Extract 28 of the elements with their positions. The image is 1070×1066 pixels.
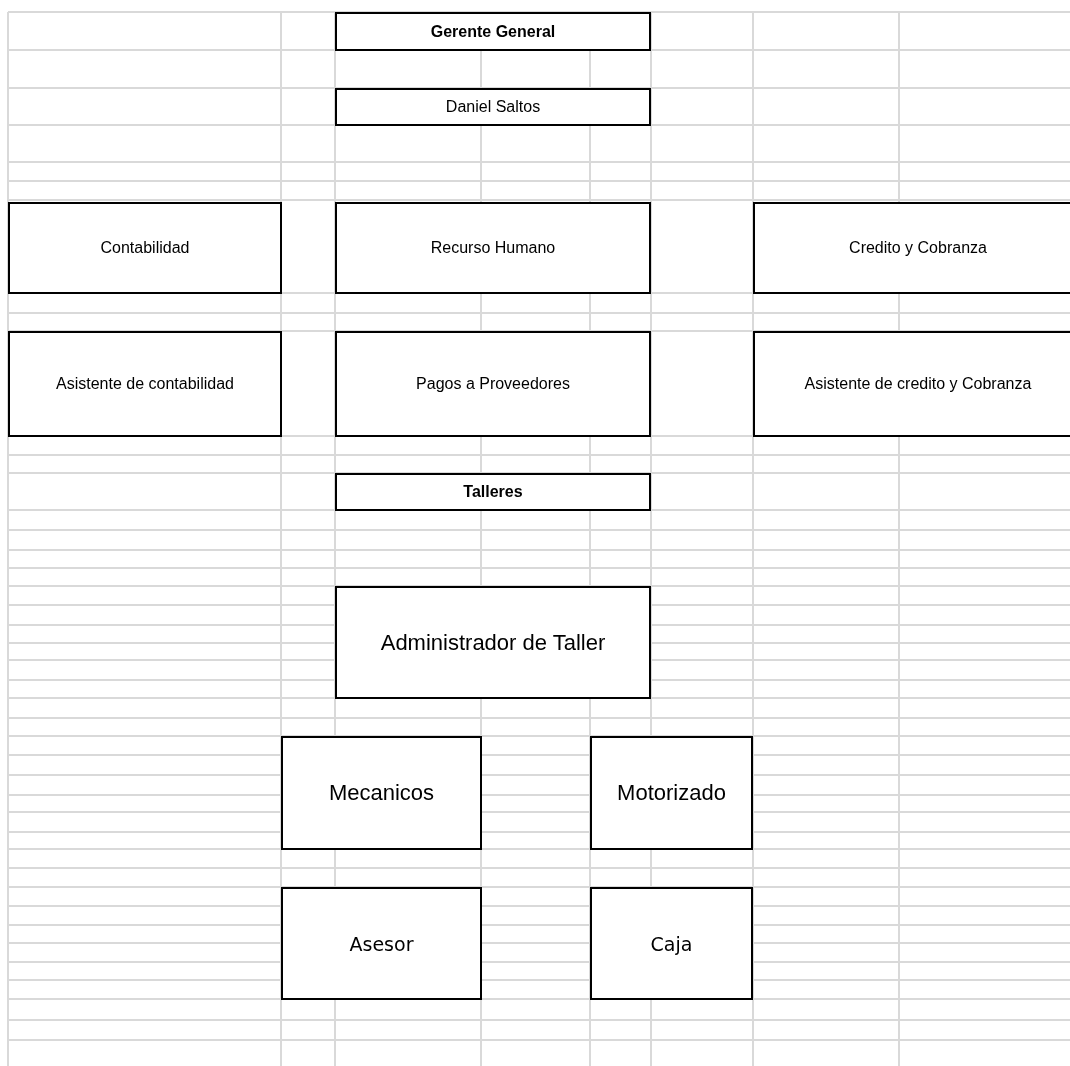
org-chart-box [335,586,651,699]
org-chart-box [335,12,651,51]
org-chart-box [753,331,1070,437]
org-chart-box [281,736,482,850]
org-chart-box [335,331,651,437]
org-chart-box [335,202,651,294]
role-label: Recurso Humano [430,239,556,257]
org-chart-box [335,473,651,511]
role-label: Asesor [349,932,414,955]
role-label: Asistente de credito y Cobranza [804,375,1032,393]
role-label: Credito y Cobranza [849,239,987,257]
role-label: Gerente General [430,22,556,41]
role-label: Talleres [463,483,523,501]
org-chart-box [335,88,651,126]
role-label: Motorizado [617,780,726,806]
org-chart-box [753,202,1070,294]
role-label: Contabilidad [100,239,190,257]
org-chart-box [8,202,282,294]
role-label: Daniel Saltos [445,98,541,116]
role-label: Asistente de contabilidad [56,375,234,393]
role-label: Administrador de Taller [380,629,606,656]
org-chart-box [8,331,282,437]
role-label: Pagos a Proveedores [416,375,570,393]
org-chart-box [590,736,753,850]
role-label: Caja [650,932,693,955]
role-label: Mecanicos [328,780,435,806]
org-chart-box [590,887,753,1000]
org-chart-box [281,887,482,1000]
